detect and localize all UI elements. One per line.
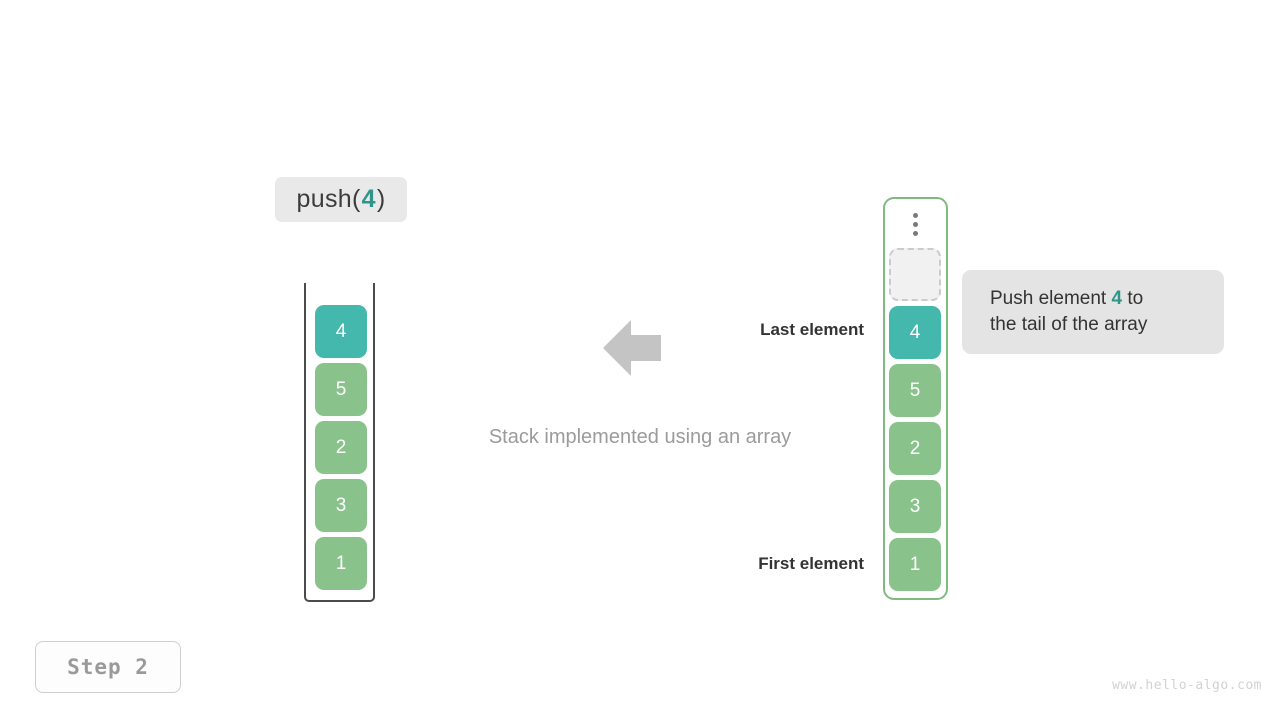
stack-cell-value: 3 [335, 494, 347, 516]
array-cell: 3 [889, 480, 941, 533]
array-cell: 5 [889, 364, 941, 417]
array-cell-value: 3 [909, 495, 921, 517]
array-cell-value: 5 [909, 379, 921, 401]
diagram-caption: Stack implemented using an array [488, 426, 792, 448]
annotation-accent-value: 4 [1111, 288, 1123, 309]
array-empty-slot [889, 248, 941, 301]
array-cell-value: 4 [909, 321, 921, 343]
annotation-line2: the tail of the array [990, 314, 1148, 335]
stack-cell: 3 [315, 479, 367, 532]
step-badge: Step 2 [35, 641, 181, 693]
annotation-bubble: Push element 4 to the tail of the array [962, 270, 1224, 354]
annotation-bubble-text: Push element 4 to the tail of the array [990, 286, 1147, 338]
stack-cell: 5 [315, 363, 367, 416]
annotation-line1-after: to [1122, 288, 1144, 309]
stack-cell-value: 2 [335, 436, 347, 458]
stack-cell-value: 5 [335, 378, 347, 400]
array-cell-value: 1 [909, 553, 921, 575]
array-diagram: 4 5 2 3 1 [883, 197, 948, 600]
annotation-line1-before: Push element [990, 288, 1112, 309]
array-cell: 2 [889, 422, 941, 475]
last-element-label: Last element [760, 320, 864, 339]
array-cell: 4 [889, 306, 941, 359]
array-cell-list: 4 5 2 3 1 [889, 205, 941, 591]
stack-cell: 4 [315, 305, 367, 358]
stack-cell: 1 [315, 537, 367, 590]
first-element-label: First element [758, 554, 864, 573]
stack-cell: 2 [315, 421, 367, 474]
vertical-ellipsis-icon [889, 205, 941, 243]
operation-value: 4 [361, 185, 376, 213]
array-cell: 1 [889, 538, 941, 591]
operation-label: push(4) [275, 177, 407, 222]
arrow-left-icon [603, 320, 661, 376]
stack-diagram: 4 5 2 3 1 [304, 283, 375, 602]
array-cell-value: 2 [909, 437, 921, 459]
operation-prefix: push( [296, 185, 361, 213]
stack-container-outline [304, 283, 375, 602]
stack-cell-value: 4 [335, 320, 347, 342]
stack-cell-value: 1 [335, 552, 347, 574]
stack-cell-list: 4 5 2 3 1 [315, 305, 367, 590]
operation-suffix: ) [376, 185, 386, 213]
watermark: www.hello-algo.com [1112, 678, 1262, 693]
